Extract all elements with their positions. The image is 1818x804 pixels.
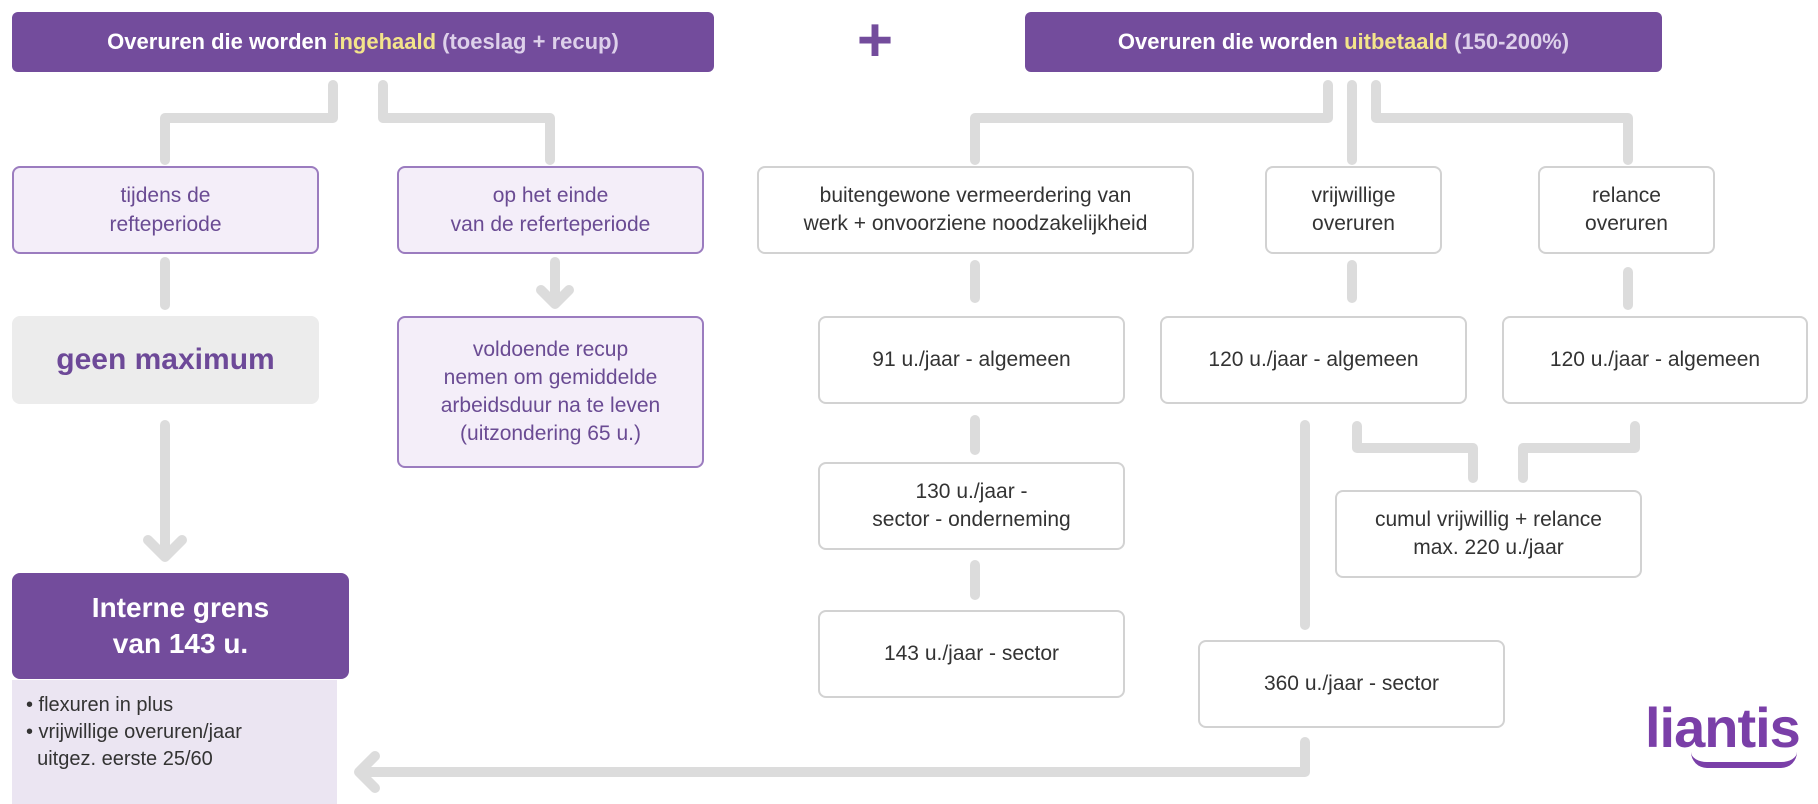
- recup-line4: (uitzondering 65 u.): [460, 422, 641, 445]
- company-line2: sector - onderneming: [872, 508, 1071, 531]
- extraordinary-line2: werk + onvoorziene noodzakelijkheid: [803, 212, 1148, 235]
- relance-line1: relance: [1592, 184, 1661, 207]
- connector-header-left-to-during: [160, 80, 338, 165]
- note-voluntary: • vrijwillige overuren/jaar: [26, 721, 242, 743]
- arrow-head-down-recup: [536, 285, 574, 309]
- box-extraordinary-sector: 143 u./jaar - sector: [818, 610, 1125, 698]
- box-extraordinary-increase: buitengewone vermeerdering van werk + on…: [757, 166, 1194, 254]
- header-paid-prefix: Overuren die worden: [1117, 29, 1345, 54]
- box-voluntary-general: 120 u./jaar - algemeen: [1160, 316, 1467, 404]
- box-relance-general: 120 u./jaar - algemeen: [1502, 316, 1808, 404]
- end-line2: van de referteperiode: [450, 213, 651, 236]
- connector-sector-to-limit: [355, 737, 1310, 777]
- connector-relance-to-cumul: [1518, 421, 1640, 483]
- header-paid-highlight: uitbetaald: [1344, 29, 1448, 54]
- header-paid-overtime: Overuren die worden uitbetaald (150-200%…: [1025, 12, 1662, 72]
- cumul-line1: cumul vrijwillig + relance: [1375, 508, 1602, 531]
- logo-text: liantis: [1645, 696, 1801, 759]
- plus-sign: +: [856, 6, 894, 75]
- recup-line1: voldoende recup: [472, 338, 629, 361]
- box-internal-limit: Interne grens van 143 u.: [12, 573, 349, 679]
- logo-smile: [1691, 752, 1797, 768]
- box-end-reference-period: op het einde van de referteperiode: [397, 166, 704, 254]
- box-extraordinary-general: 91 u./jaar - algemeen: [818, 316, 1125, 404]
- box-voluntary-overtime: vrijwillige overuren: [1265, 166, 1442, 254]
- voluntary-line1: vrijwillige: [1311, 184, 1396, 207]
- header-recovered-highlight: ingehaald: [333, 29, 437, 54]
- box-relance-overtime: relance overuren: [1538, 166, 1715, 254]
- internal-limit-notes: • flexuren in plus • vrijwillige overure…: [12, 680, 337, 804]
- internal-limit-line1: Interne grens: [91, 592, 270, 623]
- relance-line2: overuren: [1585, 212, 1668, 235]
- connector-header-right-to-relance: [1371, 80, 1633, 165]
- voluntary-line2: overuren: [1312, 212, 1395, 235]
- box-no-maximum: geen maximum: [12, 316, 319, 404]
- note-excluded: uitgez. eerste 25/60: [26, 748, 213, 770]
- note-flexuren: • flexuren in plus: [26, 694, 174, 716]
- connector-header-left-to-end: [378, 80, 555, 165]
- internal-limit-line2: van 143 u.: [112, 628, 249, 659]
- connector-header-right-to-extraordinary: [970, 80, 1333, 165]
- header-recovered-overtime: Overuren die worden ingehaald (toeslag +…: [12, 12, 714, 72]
- box-extraordinary-company: 130 u./jaar - sector - onderneming: [818, 462, 1125, 550]
- header-recovered-prefix: Overuren die worden: [107, 29, 334, 54]
- box-voluntary-sector: 360 u./jaar - sector: [1198, 640, 1505, 728]
- arrow-head-left: [354, 751, 380, 793]
- box-during-reference-period: tijdens de refteperiode: [12, 166, 319, 254]
- during-line1: tijdens de: [120, 184, 211, 207]
- recup-line3: arbeidsduur na te leven: [440, 394, 661, 417]
- cumul-line2: max. 220 u./jaar: [1413, 536, 1564, 559]
- recup-line2: nemen om gemiddelde: [443, 366, 658, 389]
- during-line2: refteperiode: [109, 213, 222, 236]
- box-sufficient-recup: voldoende recup nemen om gemiddelde arbe…: [397, 316, 704, 468]
- company-line1: 130 u./jaar -: [915, 480, 1028, 503]
- extraordinary-line1: buitengewone vermeerdering van: [819, 184, 1132, 207]
- liantis-logo: liantis: [1645, 700, 1815, 780]
- header-paid-tail: (150-200%): [1448, 29, 1570, 54]
- box-cumul: cumul vrijwillig + relance max. 220 u./j…: [1335, 490, 1642, 578]
- arrow-head-down-left: [143, 535, 187, 562]
- connector-voluntary-to-cumul: [1352, 421, 1478, 483]
- header-recovered-tail: (toeslag + recup): [436, 29, 619, 54]
- end-line1: op het einde: [492, 184, 609, 207]
